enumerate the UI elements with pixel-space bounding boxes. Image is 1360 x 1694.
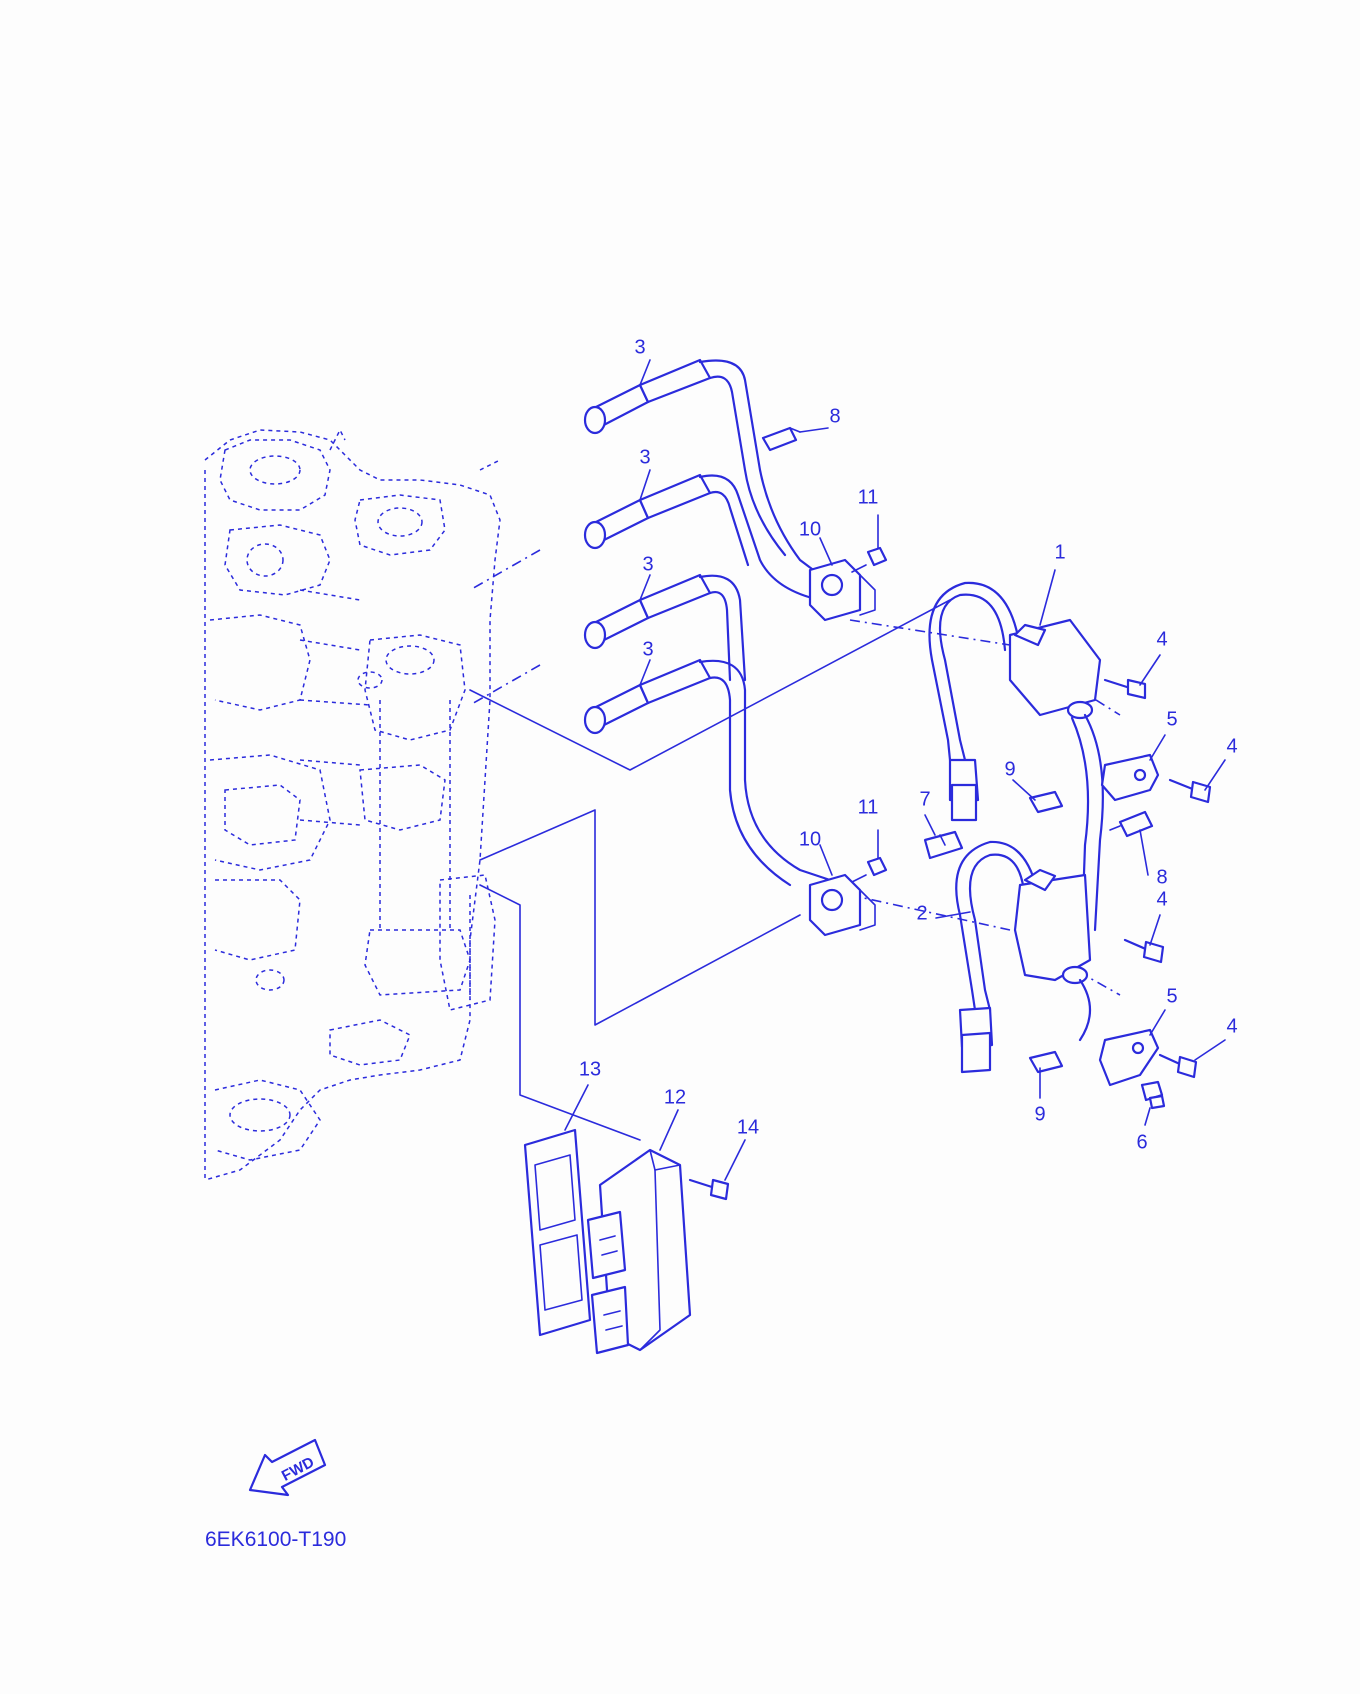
ignition-coil-2[interactable] <box>955 840 1092 1074</box>
callout-12: 12 <box>664 1086 686 1108</box>
plug-cap-3[interactable] <box>583 573 747 682</box>
nut[interactable] <box>1140 1080 1166 1110</box>
bolt-4[interactable] <box>1158 1053 1198 1079</box>
plug-cap-4[interactable] <box>583 658 832 887</box>
ignition-coil-1[interactable] <box>928 581 1104 932</box>
callout-13: 13 <box>579 1058 601 1080</box>
callout-11: 11 <box>858 796 879 818</box>
callout-9: 9 <box>1034 1103 1045 1125</box>
clamp-7[interactable] <box>923 830 964 860</box>
plug-cap-1[interactable] <box>583 358 822 577</box>
clip-top[interactable] <box>1028 790 1064 814</box>
engine-block <box>204 428 501 1181</box>
callout-6: 6 <box>1136 1131 1147 1153</box>
callout-8: 8 <box>829 405 840 427</box>
callout-1: 1 <box>1054 541 1065 563</box>
callout-5: 5 <box>1166 985 1177 1007</box>
callouts: 3 3 3 3 8 8 11 11 10 10 1 2 4 4 4 4 5 5 … <box>579 336 1238 1153</box>
diagram-code: 6EK6100-T190 <box>205 1528 346 1551</box>
bolt-2[interactable] <box>1168 778 1212 804</box>
callout-2: 2 <box>916 902 927 924</box>
plug-cap-2[interactable] <box>583 473 822 602</box>
callout-3: 3 <box>642 638 653 660</box>
callout-3: 3 <box>639 446 650 468</box>
screw-top[interactable] <box>851 546 888 573</box>
leader-lines <box>564 359 1226 1181</box>
gasket[interactable] <box>523 1128 592 1337</box>
callout-5: 5 <box>1166 708 1177 730</box>
holder-bottom[interactable] <box>808 873 876 937</box>
fwd-arrow: FWD <box>248 1438 327 1497</box>
callout-4: 4 <box>1226 1015 1237 1037</box>
callout-4: 4 <box>1156 888 1167 910</box>
cdi-unit[interactable] <box>586 1148 692 1355</box>
callout-4: 4 <box>1226 735 1237 757</box>
callout-10: 10 <box>799 518 821 540</box>
bolt-1[interactable] <box>1103 678 1147 700</box>
clip-bottom[interactable] <box>1028 1050 1064 1074</box>
plug-cap-group <box>583 358 832 887</box>
callout-10: 10 <box>799 828 821 850</box>
callout-3: 3 <box>642 553 653 575</box>
fwd-label: FWD <box>279 1454 317 1485</box>
callout-4: 4 <box>1156 628 1167 650</box>
callout-8: 8 <box>1156 866 1167 888</box>
cdi-bolt[interactable] <box>688 1178 730 1201</box>
screw-bottom[interactable] <box>851 856 888 883</box>
bracket-2[interactable] <box>1098 1028 1160 1087</box>
bracket-1[interactable] <box>1100 753 1160 802</box>
holder-top[interactable] <box>808 558 876 622</box>
callout-11: 11 <box>858 486 879 508</box>
callout-7: 7 <box>919 788 930 810</box>
callout-14: 14 <box>737 1116 759 1138</box>
clamp-right[interactable] <box>1109 810 1154 838</box>
clamp-top[interactable] <box>761 426 801 452</box>
callout-3: 3 <box>634 336 645 358</box>
callout-9: 9 <box>1004 758 1015 780</box>
bolt-3[interactable] <box>1123 938 1165 964</box>
